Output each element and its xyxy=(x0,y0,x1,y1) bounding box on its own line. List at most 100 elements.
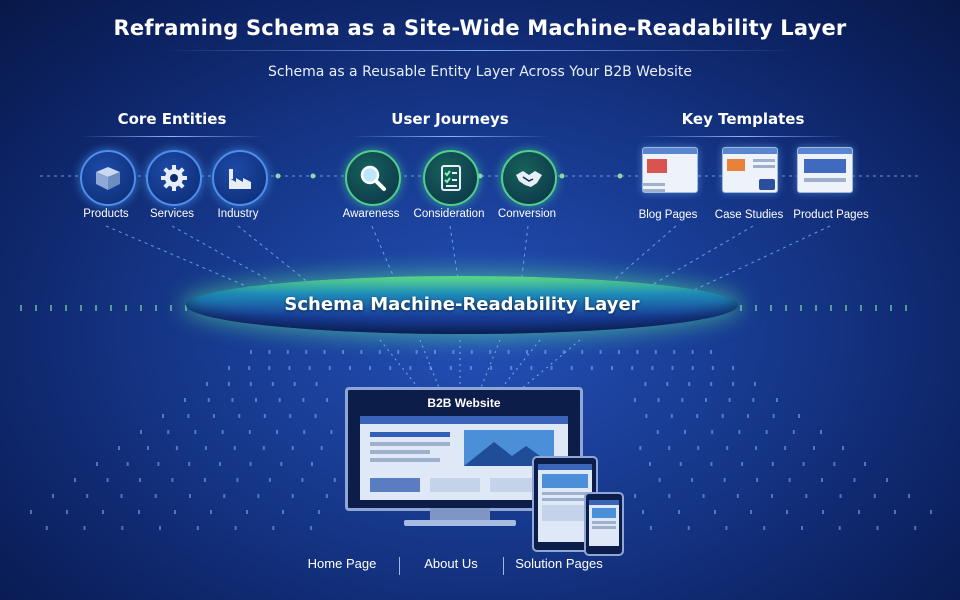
decorative-dot xyxy=(429,366,432,370)
decorative-dot xyxy=(236,478,239,482)
decorative-dot xyxy=(750,510,752,514)
decorative-dot xyxy=(65,305,67,311)
decorative-dot xyxy=(311,462,313,466)
group-divider-journeys xyxy=(350,136,550,137)
decorative-dot xyxy=(784,446,787,450)
decorative-dot xyxy=(282,510,284,514)
conversion-label: Conversion xyxy=(497,208,557,220)
footer-divider xyxy=(399,557,400,575)
decorative-dot xyxy=(303,430,306,434)
decorative-dot xyxy=(452,350,455,354)
industry-node xyxy=(212,150,268,206)
decorative-dot xyxy=(813,446,815,450)
decorative-dot xyxy=(227,382,230,386)
handshake-icon xyxy=(516,171,542,187)
decorative-dot xyxy=(801,526,803,530)
group-label-core-entities: Core Entities xyxy=(117,110,227,128)
title-divider xyxy=(160,50,800,51)
decorative-dot xyxy=(96,462,98,466)
decorative-dot xyxy=(250,350,252,354)
decorative-dot xyxy=(228,366,230,370)
footer-link-home[interactable]: Home Page xyxy=(307,556,377,571)
decorative-dot xyxy=(45,526,48,530)
decorative-dot xyxy=(711,366,714,370)
decorative-dot xyxy=(830,305,832,311)
group-label-user-journeys: User Journeys xyxy=(391,110,509,128)
decorative-dot xyxy=(631,366,634,370)
decorative-dot xyxy=(687,526,690,530)
decorative-dot xyxy=(238,414,241,418)
decorative-dot xyxy=(873,494,876,498)
decorative-dot xyxy=(788,478,791,482)
decorative-dot xyxy=(636,350,639,354)
decorative-dot xyxy=(658,478,661,482)
decorative-dot xyxy=(293,382,296,386)
page-subtitle: Schema as a Reusable Entity Layer Across… xyxy=(268,64,692,80)
decorative-dot xyxy=(890,305,892,311)
decorative-dot xyxy=(184,398,186,402)
decorative-dot xyxy=(747,414,750,418)
decorative-dot xyxy=(106,478,109,482)
decorative-dot xyxy=(30,510,32,514)
decorative-dot xyxy=(611,366,613,370)
decorative-dot xyxy=(162,414,164,418)
decorative-dot xyxy=(507,350,510,354)
decorative-dot xyxy=(83,526,86,530)
factory-icon xyxy=(229,169,251,189)
decorative-dot xyxy=(171,478,174,482)
decorative-dot xyxy=(651,366,654,370)
footer-link-solutions[interactable]: Solution Pages xyxy=(515,556,603,571)
decorative-dot xyxy=(562,350,565,354)
decorative-dot xyxy=(544,350,547,354)
decorative-dot xyxy=(805,494,808,498)
decorative-dot xyxy=(389,366,392,370)
decorative-dot xyxy=(714,510,716,514)
decorative-dot xyxy=(360,350,363,354)
decorative-dot xyxy=(118,446,120,450)
decorative-dot xyxy=(155,305,157,311)
decorative-dot xyxy=(691,350,694,354)
decorative-dot xyxy=(305,350,308,354)
decorative-dot xyxy=(314,414,317,418)
schema-layer-label: Schema Machine-Readability Layer xyxy=(284,294,640,315)
decorative-dot xyxy=(95,305,97,311)
decorative-dot xyxy=(262,446,265,450)
decorative-dot xyxy=(323,350,326,354)
decorative-dot xyxy=(210,510,212,514)
decorative-dot xyxy=(157,462,160,466)
decorative-dot xyxy=(140,430,142,434)
decorative-dot xyxy=(286,350,289,354)
decorative-dot xyxy=(802,462,805,466)
decorative-dot xyxy=(894,510,896,514)
decorative-dot xyxy=(140,305,142,311)
decorative-dot xyxy=(800,305,802,311)
decorative-dot xyxy=(325,494,328,498)
decorative-dot xyxy=(654,350,657,354)
decorative-dot xyxy=(798,414,800,418)
decorative-dot xyxy=(723,478,726,482)
footer-link-about[interactable]: About Us xyxy=(424,556,478,571)
decorative-dot xyxy=(820,430,822,434)
decorative-dot xyxy=(187,414,190,418)
decorative-dot xyxy=(738,430,741,434)
decorative-dot xyxy=(449,366,452,370)
decorative-dot xyxy=(668,446,671,450)
decorative-dot xyxy=(397,350,400,354)
decorative-dot xyxy=(278,398,281,402)
decorative-dot xyxy=(728,398,731,402)
decorative-dot xyxy=(930,510,932,514)
decorative-dot xyxy=(234,526,237,530)
phone-device xyxy=(584,492,624,556)
decorative-dot xyxy=(35,305,37,311)
decorative-dot xyxy=(276,430,278,434)
decorative-dot xyxy=(705,398,707,402)
decorative-dot xyxy=(710,382,713,386)
decorative-dot xyxy=(786,510,788,514)
decorative-dot xyxy=(147,446,149,450)
decorative-dot xyxy=(752,398,755,402)
decorative-dot xyxy=(218,462,221,466)
decorative-dot xyxy=(271,382,274,386)
decorative-dot xyxy=(741,462,744,466)
decorative-dot xyxy=(772,414,775,418)
page-title: Reframing Schema as a Site-Wide Machine-… xyxy=(113,16,847,40)
